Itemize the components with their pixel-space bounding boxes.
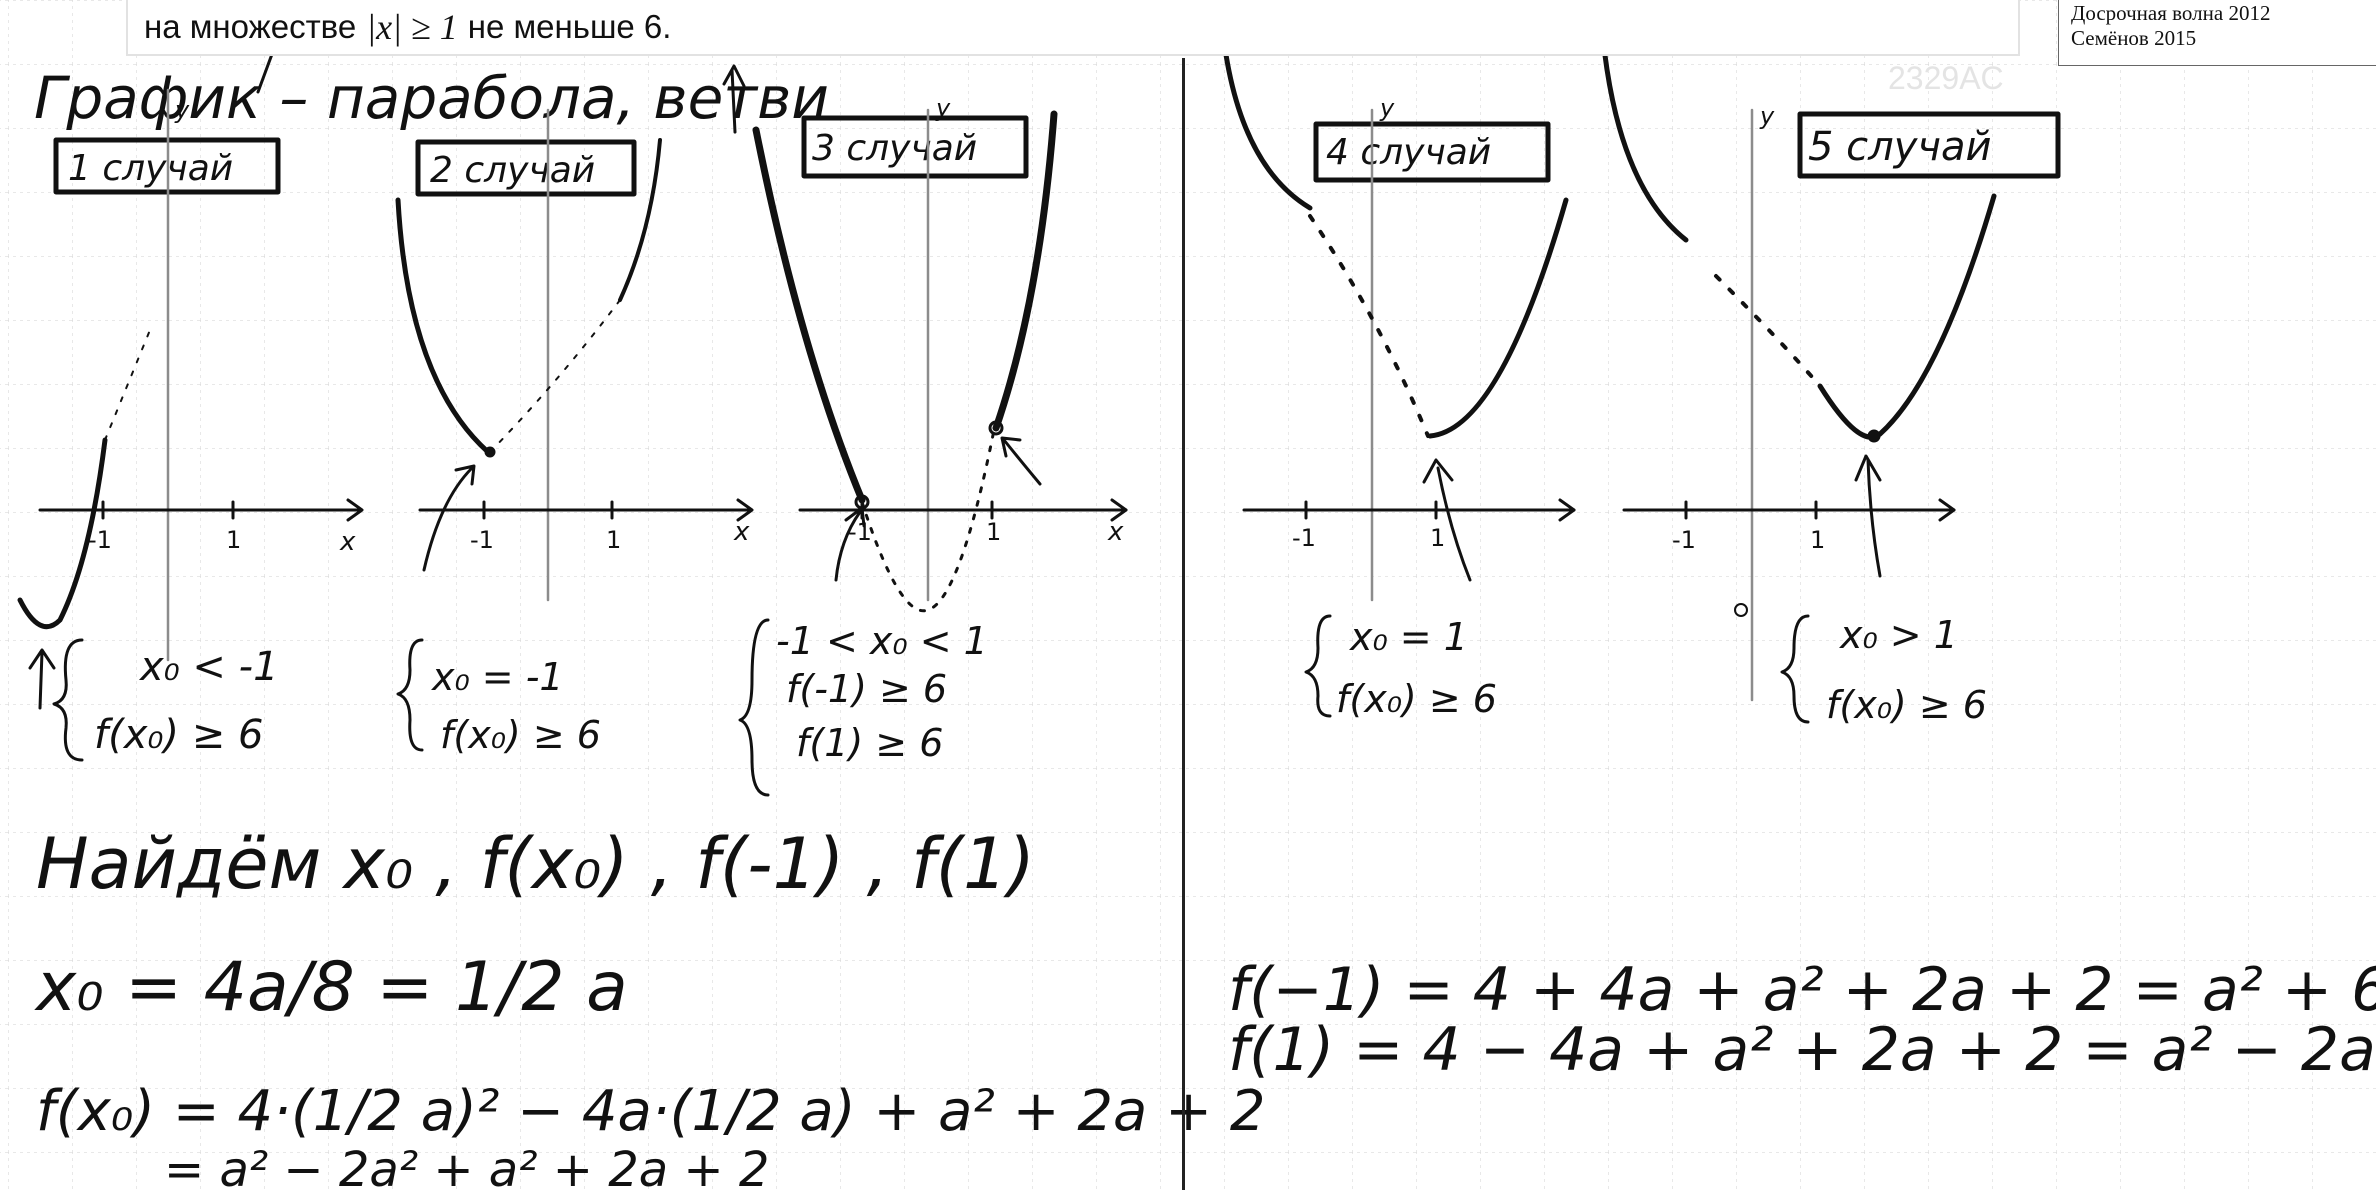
fx0-formula: f(x₀) = 4·(1/2 a)² − 4a·(1/2 a) + a² + 2…: [36, 1079, 1265, 1144]
svg-text:x₀ = -1: x₀ = -1: [431, 655, 564, 699]
reference-box: Досрочная волна 2012 Семёнов 2015: [2058, 0, 2376, 66]
arrow-right-icon: [1558, 498, 1576, 522]
svg-text:y: y: [1759, 102, 1775, 130]
find-line: Найдём x₀ , f(x₀) , f(-1) , f(1): [36, 823, 1035, 905]
svg-text:y: y: [935, 94, 951, 122]
svg-text:y: y: [1379, 94, 1395, 122]
up-arrow-icon: [1422, 458, 1472, 582]
case-4-sketch: 4 случай -1 1 y x₀ = 1 f(x₀) ≥ 6: [1217, 0, 1576, 721]
dotted-branch: [1714, 274, 1822, 388]
svg-text:f(x₀) ≥ 6: f(x₀) ≥ 6: [94, 712, 263, 758]
case-1-label: 1 случай: [68, 148, 233, 189]
case-2-box: [415, 139, 637, 197]
parabola-case-1: [17, 437, 108, 630]
svg-text:f(1) ≥ 6: f(1) ≥ 6: [796, 721, 943, 765]
svg-text:1: 1: [1430, 524, 1445, 552]
f-minus-1-formula: f(−1) = 4 + 4a + a² + 2a + 2 = a² + 6a +…: [1228, 955, 2376, 1025]
reference-line: Семёнов 2015: [2071, 26, 2197, 50]
arrow-right-icon: [346, 498, 364, 522]
svg-text:x: x: [1107, 517, 1124, 547]
svg-text:-1: -1: [88, 526, 112, 554]
task-math: |x| ≥ 1: [366, 7, 458, 47]
svg-text:1: 1: [986, 518, 1001, 546]
case-1-sketch: 1 случай -1 1 x y x₀ < -1 f(x₀) ≥ 6: [17, 88, 364, 762]
arrow-icon: [1000, 436, 1042, 486]
svg-text:f(x₀) ≥ 6: f(x₀) ≥ 6: [440, 713, 601, 757]
svg-text:2 случай: 2 случай: [430, 150, 595, 191]
svg-text:y: y: [174, 96, 190, 124]
case-2-sketch: 2 случай -1 1 x x₀ = -1 f(x₀) ≥ 6: [395, 108, 754, 757]
fx0-continuation: = a² − 2a² + a² + 2a + 2: [164, 1142, 769, 1190]
svg-text:f(x₀) ≥ 6: f(x₀) ≥ 6: [1826, 683, 1987, 727]
svg-text:x: x: [733, 517, 750, 547]
arrow-right-icon: [736, 498, 754, 522]
brace-icon: [52, 638, 84, 762]
case-5-box: [1797, 111, 2061, 179]
svg-text:x: x: [339, 527, 356, 557]
up-arrow-icon: [28, 648, 56, 710]
svg-text:f(-1) ≥ 6: f(-1) ≥ 6: [786, 667, 947, 711]
svg-text:4 случай: 4 случай: [1326, 132, 1491, 173]
dotted-branch: [489, 299, 621, 453]
case-3-sketch: 3 случай -1 1 x y -1 < x₀ < 1 f(-1) ≥ 6 …: [738, 94, 1128, 797]
arrow-icon: [834, 506, 866, 582]
svg-text:x₀ < -1: x₀ < -1: [138, 644, 279, 690]
svg-text:x₀ > 1: x₀ > 1: [1839, 613, 1958, 657]
svg-text:-1 < x₀ < 1: -1 < x₀ < 1: [776, 619, 988, 663]
svg-text:5 случай: 5 случай: [1808, 124, 1992, 170]
parabola-case-4: [1427, 197, 1569, 439]
parabola-case-2: [395, 197, 491, 455]
case-5-sketch: 5 случай -1 1 y x₀ > 1 f(x₀) ≥ 6: [1597, 0, 2061, 727]
svg-text:-1: -1: [1292, 524, 1316, 552]
brace-icon: [738, 618, 770, 797]
svg-text:-1: -1: [470, 526, 494, 554]
dotted-branch: [860, 428, 996, 613]
case-3-box: [801, 115, 1029, 179]
svg-text:x₀ = 1: x₀ = 1: [1349, 615, 1468, 659]
case-4-box: [1313, 121, 1551, 183]
svg-text:1: 1: [606, 526, 621, 554]
vertical-divider: [1182, 58, 1185, 1190]
x0-formula: x₀ = 4a/8 = 1/2 a: [34, 948, 628, 1027]
dotted-branch: [104, 329, 151, 441]
parabola-case-5: [1817, 193, 1997, 440]
task-statement: на множестве |x| ≥ 1 не меньше 6.: [126, 0, 2020, 56]
arrow-right-icon: [1110, 498, 1128, 522]
task-text-before: на множестве: [144, 8, 357, 45]
parabola-case-3-left: [752, 126, 866, 504]
up-arrow-icon: [722, 64, 746, 134]
svg-text:1: 1: [1810, 526, 1825, 554]
brace-icon: [1304, 614, 1332, 718]
svg-text:f(x₀) ≥ 6: f(x₀) ≥ 6: [1336, 677, 1497, 721]
svg-text:-1: -1: [848, 518, 872, 546]
brace-icon: [1780, 614, 1810, 724]
f-1-formula: f(1) = 4 − 4a + a² + 2a + 2 = a² − 2a + …: [1228, 1015, 2376, 1085]
svg-text:1: 1: [226, 526, 241, 554]
arrow-icon: [422, 464, 476, 572]
svg-text:-1: -1: [1672, 526, 1696, 554]
watermark: 2329AC: [1888, 60, 2004, 96]
svg-text:3 случай: 3 случай: [812, 128, 977, 169]
up-arrow-icon: [1854, 454, 1882, 578]
parabola-case-3-right: [992, 110, 1058, 432]
handwritten-heading: График – парабола, ветви: [34, 64, 829, 132]
task-text-after: не меньше 6.: [467, 8, 672, 45]
brace-icon: [396, 638, 424, 752]
arrow-right-icon: [1938, 498, 1956, 522]
reference-line: Досрочная волна 2012: [2071, 1, 2271, 25]
